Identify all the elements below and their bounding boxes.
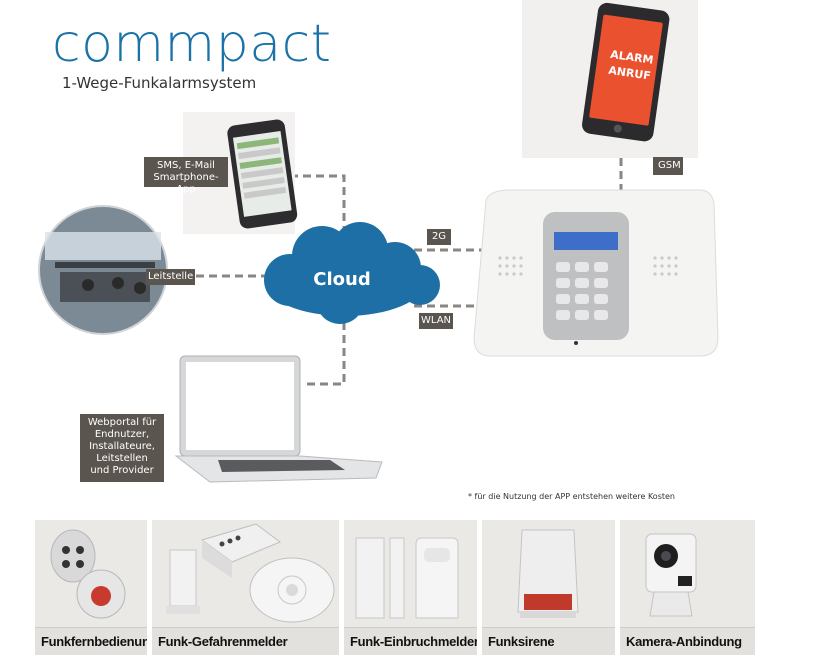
remote-control-image	[50, 529, 126, 619]
2g-label: 2G	[427, 229, 451, 245]
product-card-funk-einbruchmelder: Funk-Einbruchmelder	[344, 520, 477, 655]
webportal-line: Webportal für	[87, 417, 157, 428]
product-label: Funkfernbedienung	[35, 627, 147, 655]
sms-label-line2: Smartphone-App	[153, 172, 219, 195]
brand-title: commpact	[52, 14, 332, 74]
webportal-line: und Provider	[90, 465, 154, 476]
gsm-label: GSM	[653, 157, 683, 175]
product-card-funkfernbedienung: Funkfernbedienung	[35, 520, 147, 655]
laptop-image	[174, 355, 383, 483]
product-label: Kamera-Anbindung	[620, 627, 755, 655]
connection-lines	[196, 158, 623, 386]
control-room-image	[38, 205, 168, 335]
wlan-label: WLAN	[419, 313, 453, 329]
webportal-line: Installateure,	[89, 441, 155, 452]
webportal-label: Webportal für Endnutzer, Installateure, …	[80, 414, 164, 482]
product-card-funksirene: Funksirene	[482, 520, 615, 655]
smartphone-app-image	[183, 112, 298, 234]
connector-webportal	[302, 322, 346, 386]
siren-image	[517, 529, 579, 618]
alarm-text-2: ANRUF	[608, 64, 652, 83]
product-card-funk-gefahrenmelder: Funk-Gefahrenmelder	[152, 520, 339, 655]
sms-label: SMS, E-Mail Smartphone-App	[144, 157, 228, 195]
connector-smartphone	[290, 174, 346, 236]
cloud-icon	[264, 222, 440, 324]
sms-label-line1: SMS, E-Mail	[157, 160, 215, 171]
product-card-kamera-anbindung: Kamera-Anbindung	[620, 520, 755, 655]
brand-subtitle: 1-Wege-Funkalarmsystem	[62, 74, 257, 92]
hazard-detector-image	[166, 523, 335, 623]
app-cost-footnote: * für die Nutzung der APP entstehen weit…	[468, 492, 675, 501]
product-label: Funk-Einbruchmelder	[344, 627, 477, 655]
product-label: Funk-Gefahrenmelder	[152, 627, 339, 655]
intrusion-detector-image	[355, 537, 459, 619]
alarm-text-1: ALARM	[609, 48, 654, 67]
webportal-line: Leitstellen	[96, 453, 148, 464]
leitstelle-label: Leitstelle	[146, 269, 195, 285]
alarm-panel-image	[473, 189, 719, 357]
system-diagram: ALARM ANRUF Cloud	[38, 0, 719, 483]
cloud-label: Cloud	[313, 269, 370, 290]
camera-image	[645, 533, 697, 617]
webportal-line: Endnutzer,	[94, 429, 150, 440]
product-label: Funksirene	[482, 627, 615, 655]
alarm-phone-image: ALARM ANRUF	[522, 0, 698, 158]
